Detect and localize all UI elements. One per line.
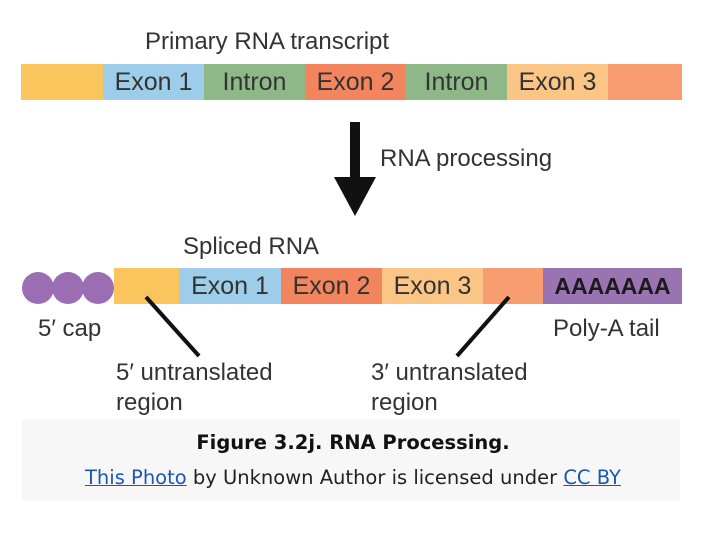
utr3-pointer-line — [455, 295, 511, 358]
cc-by-link[interactable]: CC BY — [563, 466, 621, 489]
spliced-bar-segment-exon-2: Exon 2 — [281, 268, 382, 304]
primary-bar-segment-exon-2: Exon 2 — [305, 64, 406, 100]
primary-bar-segment-exon-1: Exon 1 — [103, 64, 204, 100]
utr5-label-line1: 5′ untranslated — [116, 359, 273, 386]
utr5-pointer-line — [144, 295, 201, 358]
primary-bar-segment-0 — [21, 64, 103, 100]
spliced-bar-segment-exon-1: Exon 1 — [179, 268, 281, 304]
spliced-bar-segment-4 — [483, 268, 543, 304]
primary-bar-segment-6 — [608, 64, 682, 100]
attribution-text: by Unknown Author is licensed under — [186, 466, 564, 489]
spliced-bar-segment-exon-3: Exon 3 — [382, 268, 483, 304]
attribution-line: This Photo by Unknown Author is licensed… — [0, 466, 706, 489]
primary-bar-segment-intron: Intron — [204, 64, 305, 100]
utr3-label-line2: region — [371, 389, 438, 416]
five-prime-cap-label: 5′ cap — [38, 315, 102, 342]
primary-bar-segment-exon-3: Exon 3 — [507, 64, 608, 100]
caption-box — [22, 419, 680, 501]
primary-bar-segment-intron: Intron — [406, 64, 507, 100]
this-photo-link[interactable]: This Photo — [85, 466, 187, 489]
utr5-label-line2: region — [116, 389, 183, 416]
primary-transcript-title: Primary RNA transcript — [145, 28, 390, 55]
rna-processing-label: RNA processing — [380, 145, 553, 172]
utr3-label-line1: 3′ untranslated — [371, 359, 528, 386]
spliced-bar-segment-aaaaaaa: AAAAAAA — [543, 268, 682, 304]
down-arrow-icon — [334, 122, 376, 216]
poly-a-tail-label: Poly-A tail — [553, 315, 660, 342]
figure-caption-title: Figure 3.2j. RNA Processing. — [196, 431, 510, 454]
five-prime-cap-icon — [22, 272, 114, 304]
spliced-rna-title: Spliced RNA — [183, 233, 320, 260]
